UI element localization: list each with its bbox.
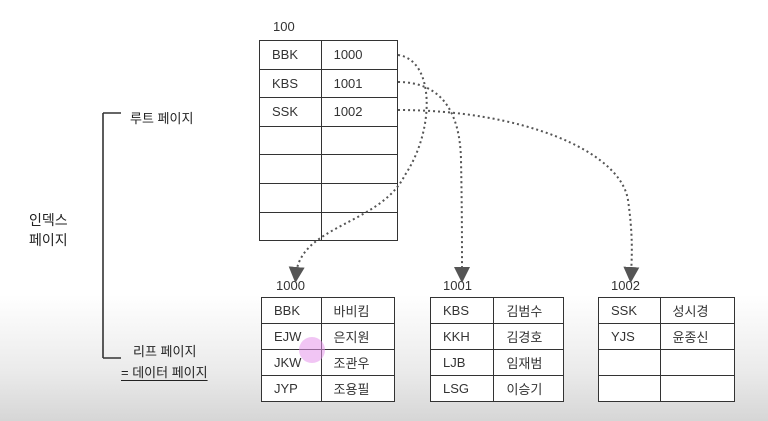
leaf-page-row xyxy=(598,375,736,402)
leaf-key-cell xyxy=(598,375,661,402)
root-page-label: 루트 페이지 xyxy=(130,111,194,126)
leaf-value-cell: 윤종신 xyxy=(659,323,736,350)
root-key-cell xyxy=(259,211,322,242)
leaf-value-cell: 성시경 xyxy=(659,297,736,324)
leaf-value-cell: 은지원 xyxy=(320,323,396,350)
root-page-number: 100 xyxy=(273,19,295,34)
leaf-value-cell xyxy=(659,349,736,376)
leaf-value-cell: 임재범 xyxy=(493,349,564,376)
leaf-value-cell: 조관우 xyxy=(320,349,396,376)
leaf-page-row xyxy=(598,349,736,376)
root-key-cell: KBS xyxy=(259,68,322,99)
leaf-value-cell xyxy=(659,375,736,402)
leaf-value-cell: 바비킴 xyxy=(320,297,396,324)
root-pointer-cell xyxy=(320,125,399,156)
root-pointer-cell: 1001 xyxy=(320,68,399,99)
leaf-value-cell: 김범수 xyxy=(493,297,564,324)
leaf-key-cell: KBS xyxy=(429,297,495,324)
root-pointer-cell xyxy=(320,182,399,213)
root-page-row xyxy=(259,182,399,213)
leaf-page-label: 리프 페이지 xyxy=(133,344,197,359)
index-page-label: 인덱스 페이지 xyxy=(29,210,68,250)
root-key-cell: SSK xyxy=(259,97,322,127)
root-pointer-cell: 1000 xyxy=(320,40,399,70)
leaf-value-cell: 김경호 xyxy=(493,323,564,350)
leaf-page-number-1001: 1001 xyxy=(443,278,472,293)
leaf-page-number-1000: 1000 xyxy=(276,278,305,293)
index-label-line2: 페이지 xyxy=(29,232,68,248)
leaf-key-cell: LJB xyxy=(429,349,495,376)
root-key-cell xyxy=(259,182,322,213)
leaf-key-cell: LSG xyxy=(429,375,495,402)
root-page-row xyxy=(259,125,399,156)
root-key-cell: BBK xyxy=(259,40,322,70)
leaf-key-cell: YJS xyxy=(598,323,661,350)
cursor-highlight xyxy=(299,337,325,363)
leaf-key-cell: KKH xyxy=(429,323,495,350)
data-page-label: = 데이터 페이지 xyxy=(121,365,208,380)
root-key-cell xyxy=(259,125,322,156)
leaf-key-cell: BBK xyxy=(261,297,322,324)
leaf-key-cell xyxy=(598,349,661,376)
root-pointer-cell xyxy=(320,154,399,184)
root-pointer-cell xyxy=(320,211,399,242)
leaf-value-cell: 이승기 xyxy=(493,375,564,402)
root-page-row xyxy=(259,211,399,242)
leaf-page-number-1002: 1002 xyxy=(611,278,640,293)
root-page-row xyxy=(259,154,399,184)
root-key-cell xyxy=(259,154,322,184)
leaf-key-cell: SSK xyxy=(598,297,661,324)
root-pointer-cell: 1002 xyxy=(320,97,399,127)
index-label-line1: 인덱스 xyxy=(29,212,68,228)
leaf-key-cell: JYP xyxy=(261,375,322,402)
leaf-value-cell: 조용필 xyxy=(320,375,396,402)
